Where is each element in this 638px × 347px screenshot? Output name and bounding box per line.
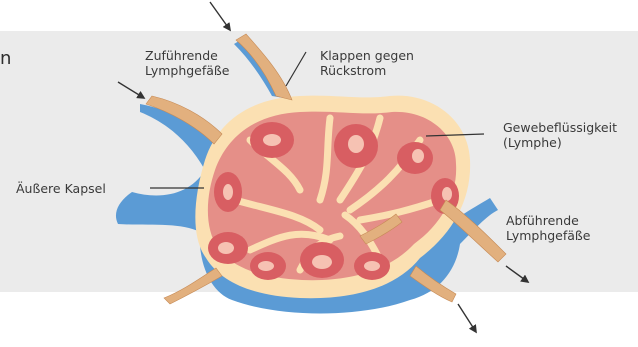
arrow-in-top — [210, 2, 230, 30]
follicle-center — [258, 261, 274, 271]
arrow-out-bottom — [458, 304, 476, 332]
arrow-in-left — [118, 82, 144, 98]
follicle-center — [218, 242, 234, 254]
follicle-center — [348, 135, 364, 153]
follicle-center — [263, 134, 281, 146]
label-valves: Klappen gegen Rückstrom — [320, 48, 414, 78]
follicle-center — [312, 255, 332, 269]
follicle-center — [412, 149, 424, 163]
afferent-vessel-top — [236, 34, 292, 100]
vessel-bottom-left — [164, 268, 222, 304]
arrow-out-right — [506, 266, 528, 282]
label-efferent-vessels: Abführende Lymphgefäße — [506, 213, 591, 243]
label-outer-capsule: Äußere Kapsel — [16, 181, 106, 196]
follicle-center — [364, 261, 380, 271]
valves-leader — [286, 52, 306, 86]
follicle-center — [223, 184, 233, 200]
follicle-center — [442, 187, 452, 201]
label-afferent-vessels: Zuführende Lymphgefäße — [145, 48, 230, 78]
label-tissue-fluid: Gewebeflüssigkeit (Lymphe) — [503, 120, 617, 150]
